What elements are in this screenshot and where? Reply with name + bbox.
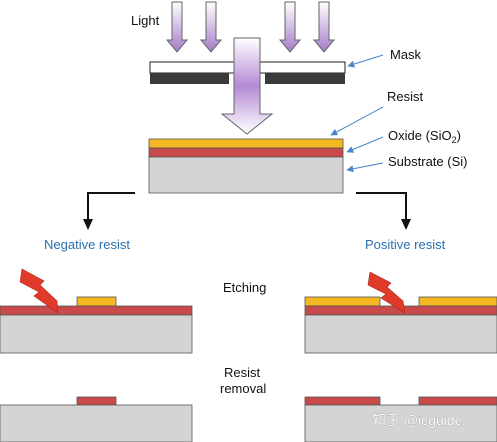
light-arrow-4: [312, 1, 336, 53]
wafer-stack: [148, 138, 344, 194]
light-label: Light: [131, 13, 160, 28]
mask-chrome-right: [265, 73, 345, 84]
positive-removal-oxide-right: [418, 396, 497, 406]
light-arrow-2: [199, 1, 223, 53]
positive-etching-substrate: [304, 314, 497, 354]
oxide-pointer: [346, 136, 384, 153]
negative-removal-oxide: [76, 396, 117, 406]
branch-arrows: [83, 192, 411, 230]
branch-arrow-right: [356, 192, 407, 222]
positive-etching-wafer: [304, 296, 497, 354]
resist-removal-line2: removal: [220, 381, 266, 396]
mask-chrome-left: [150, 73, 229, 84]
negative-removal-substrate: [0, 404, 193, 442]
negative-removal-wafer: [0, 396, 193, 442]
etching-label: Etching: [223, 280, 266, 295]
resist-removal-label: Resist removal: [220, 365, 266, 396]
negative-etching-oxide: [0, 305, 193, 316]
oxide-label-main: Oxide (SiO: [388, 128, 452, 143]
substrate-pointer: [346, 162, 384, 173]
resist-pointer: [330, 106, 384, 136]
substrate-label: Substrate (Si): [388, 154, 467, 169]
substrate-layer: [148, 156, 344, 194]
mask-pointer: [347, 54, 384, 68]
oxide-layer: [148, 147, 344, 158]
positive-removal-oxide-left: [304, 396, 381, 406]
branch-arrow-left: [87, 192, 135, 222]
positive-etching-resist-left: [304, 296, 381, 307]
branch-arrowhead-left: [83, 219, 93, 230]
resist-label: Resist: [387, 89, 424, 104]
light-arrows: [165, 1, 336, 53]
lightning-left-icon: [19, 268, 59, 314]
negative-etching-wafer: [0, 296, 193, 354]
negative-etching-substrate: [0, 314, 193, 354]
positive-etching-resist-right: [418, 296, 497, 307]
light-arrow-1: [165, 1, 189, 53]
negative-etching-resist: [76, 296, 117, 307]
lightning-right-icon: [367, 271, 406, 314]
resist-removal-line1: Resist: [224, 365, 261, 380]
oxide-label-sub: 2: [452, 135, 457, 145]
positive-removal-substrate: [304, 404, 497, 442]
positive-removal-wafer: [304, 396, 497, 442]
oxide-label: Oxide (SiO2): [388, 128, 461, 145]
positive-resist-label: Positive resist: [365, 237, 446, 252]
light-arrow-3: [278, 1, 302, 53]
transmitted-light-arrow: [220, 37, 274, 135]
mask-label: Mask: [390, 47, 422, 62]
watermark: 知乎 @icguide: [372, 412, 463, 428]
pointer-arrows: [330, 54, 384, 173]
branch-arrowhead-right: [401, 219, 411, 230]
oxide-label-close: ): [457, 128, 461, 143]
resist-layer: [148, 138, 344, 149]
negative-resist-label: Negative resist: [44, 237, 130, 252]
